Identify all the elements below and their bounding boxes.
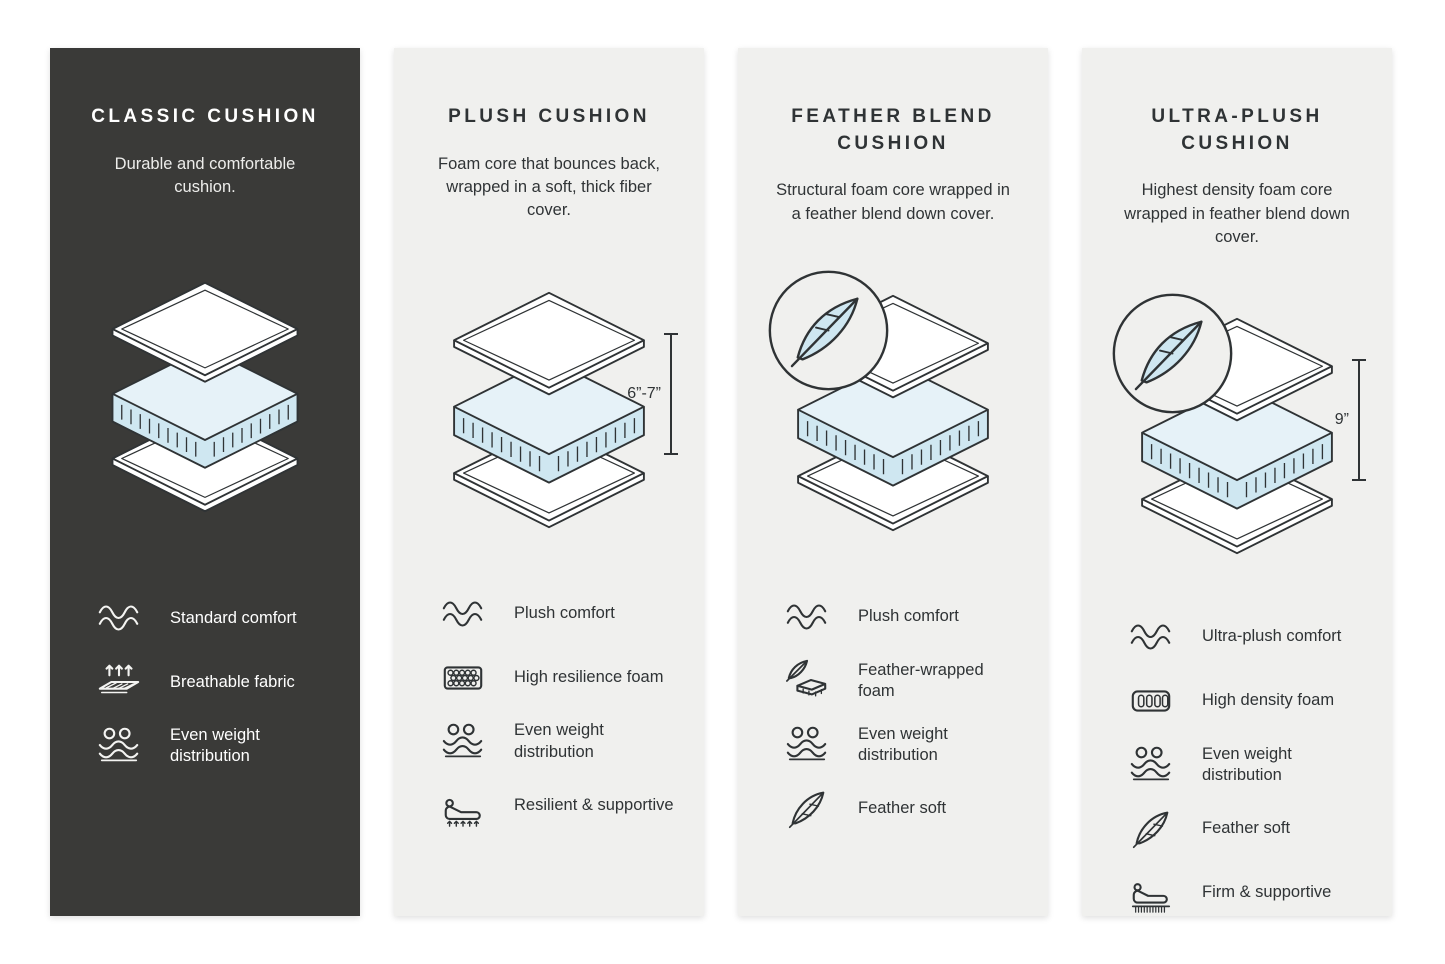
feature-label: High density foam bbox=[1202, 691, 1335, 710]
feather-icon bbox=[1124, 806, 1178, 852]
feather-icon bbox=[780, 786, 834, 832]
waves-icon bbox=[436, 591, 490, 637]
density-foam-icon bbox=[1124, 678, 1178, 724]
height-measurement: 6”-7” bbox=[627, 332, 678, 455]
feature-row: Standard comfort bbox=[92, 595, 330, 641]
height-label: 6”-7” bbox=[627, 384, 661, 402]
measure-line bbox=[1352, 359, 1366, 482]
feature-label: Even weight distribution bbox=[170, 726, 260, 766]
panel-feather-blend-cushion: FEATHER BLEND CUSHION Structural foam co… bbox=[738, 48, 1048, 916]
resilient-supportive-icon bbox=[436, 783, 490, 829]
panel-description: Durable and comfortable cushion. bbox=[114, 154, 296, 197]
feature-label: Ultra-plush comfort bbox=[1202, 627, 1342, 646]
feature-row: Breathable fabric bbox=[92, 659, 330, 705]
panel-title: ULTRA-PLUSH CUSHION bbox=[1151, 106, 1323, 154]
feature-label: Feather soft bbox=[858, 799, 947, 818]
feature-list: Plush comfort High resilience foam Even … bbox=[424, 591, 674, 829]
feature-label: Resilient & supportive bbox=[514, 796, 674, 815]
panel-description: Highest density foam core wrapped in fea… bbox=[1124, 181, 1350, 247]
height-measurement: 9” bbox=[1334, 359, 1366, 482]
feature-row: Feather soft bbox=[780, 786, 1018, 832]
feather-badge-icon bbox=[1110, 291, 1235, 416]
panel-title: FEATHER BLEND CUSHION bbox=[791, 106, 995, 154]
panel-ultra-plush-cushion: ULTRA-PLUSH CUSHION Highest density foam… bbox=[1082, 48, 1392, 916]
feature-label: Feather-wrapped foam bbox=[858, 660, 984, 701]
cushion-layers-illustration bbox=[80, 279, 330, 529]
feature-row: Plush comfort bbox=[780, 594, 1018, 640]
feature-row: Plush comfort bbox=[436, 591, 674, 637]
feature-label: Plush comfort bbox=[514, 604, 615, 623]
panel-title: CLASSIC CUSHION bbox=[91, 106, 319, 127]
feature-label: Firm & supportive bbox=[1202, 883, 1332, 902]
resilience-foam-icon bbox=[436, 655, 490, 701]
cushion-layers-illustration bbox=[768, 270, 1018, 542]
even-weight-icon bbox=[780, 722, 834, 768]
waves-icon bbox=[92, 595, 146, 641]
panel-title: PLUSH CUSHION bbox=[448, 106, 650, 127]
feature-row: Resilient & supportive bbox=[436, 783, 674, 829]
feature-label: High resilience foam bbox=[514, 668, 664, 687]
height-label: 9” bbox=[1334, 411, 1349, 429]
panel-description: Structural foam core wrapped in a feathe… bbox=[776, 181, 1010, 223]
even-weight-icon bbox=[1124, 742, 1178, 788]
feature-row: Feather soft bbox=[1124, 806, 1362, 852]
feature-label: Plush comfort bbox=[858, 607, 959, 626]
even-weight-icon bbox=[92, 723, 146, 769]
feature-list: Ultra-plush comfort High density foam Ev… bbox=[1112, 614, 1362, 916]
cushion-layers-illustration: 9” bbox=[1112, 294, 1366, 562]
feature-row: Ultra-plush comfort bbox=[1124, 614, 1362, 660]
feature-row: High resilience foam bbox=[436, 655, 674, 701]
feather-badge-icon bbox=[766, 268, 891, 393]
feature-row: High density foam bbox=[1124, 678, 1362, 724]
panel-plush-cushion: PLUSH CUSHION Foam core that bounces bac… bbox=[394, 48, 704, 916]
feature-label: Feather soft bbox=[1202, 819, 1291, 838]
feather-wrapped-foam-icon bbox=[780, 658, 834, 704]
waves-icon bbox=[780, 594, 834, 640]
panel-classic-cushion: CLASSIC CUSHION Durable and comfortable … bbox=[50, 48, 360, 916]
cushion-layers-drawing bbox=[111, 282, 299, 513]
waves-icon bbox=[1124, 614, 1178, 660]
feature-label: Even weight distribution bbox=[858, 724, 948, 765]
cushion-layers-illustration: 6”-7” bbox=[424, 289, 678, 539]
feature-row: Firm & supportive bbox=[1124, 870, 1362, 916]
feature-row: Even weight distribution bbox=[1124, 742, 1362, 788]
feature-list: Standard comfort Breathable fabric Even … bbox=[80, 595, 330, 769]
breathable-fabric-icon bbox=[92, 659, 146, 705]
panel-description: Foam core that bounces back, wrapped in … bbox=[438, 154, 660, 220]
feature-row: Even weight distribution bbox=[780, 722, 1018, 768]
even-weight-icon bbox=[436, 719, 490, 765]
feature-label: Breathable fabric bbox=[170, 672, 295, 691]
firm-supportive-icon bbox=[1124, 870, 1178, 916]
feature-row: Even weight distribution bbox=[436, 719, 674, 765]
feature-label: Even weight distribution bbox=[514, 721, 604, 761]
feature-label: Even weight distribution bbox=[1202, 744, 1292, 784]
measure-line bbox=[664, 332, 678, 455]
feature-label: Standard comfort bbox=[170, 608, 297, 627]
feature-list: Plush comfort Feather-wrapped foam Even … bbox=[768, 594, 1018, 832]
feature-row: Even weight distribution bbox=[92, 723, 330, 769]
feature-row: Feather-wrapped foam bbox=[780, 658, 1018, 704]
